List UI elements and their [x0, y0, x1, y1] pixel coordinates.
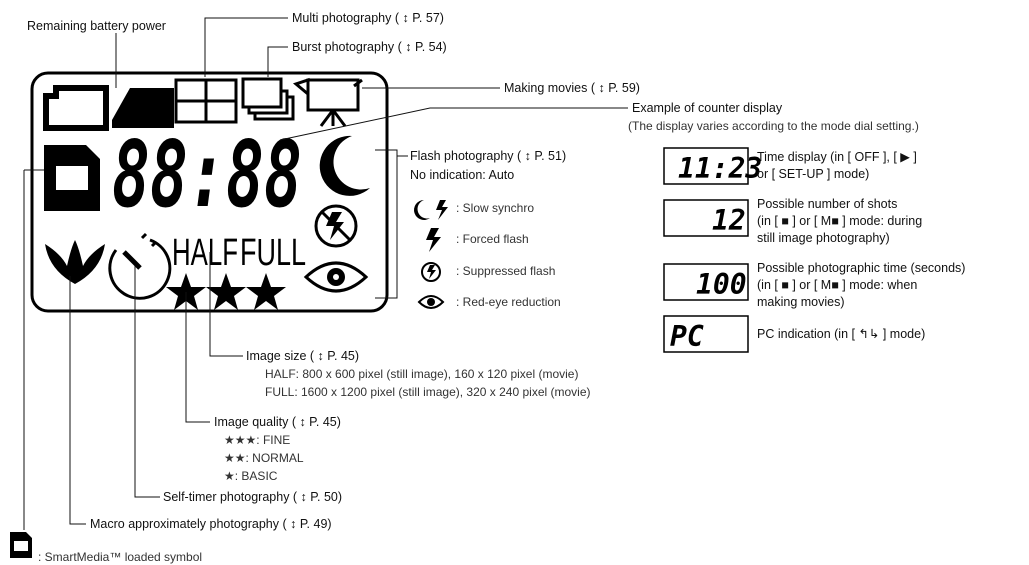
counter-example-line: making movies)	[757, 295, 845, 309]
quality-callout: Image quality ( ↕ P. 45)	[214, 415, 341, 429]
quality-basic: ★: BASIC	[224, 469, 278, 483]
macro-callout: Macro approximately photography ( ↕ P. 4…	[90, 517, 332, 531]
movie-callout: Making movies ( ↕ P. 59)	[504, 81, 640, 95]
battery-icon	[43, 85, 174, 131]
macro-icon	[45, 240, 105, 284]
burst-photo-icon	[241, 77, 295, 121]
counter-example: 11:23 Time display (in [ OFF ], [ ▶ ] or…	[663, 147, 917, 185]
battery-callout: Remaining battery power	[27, 19, 166, 33]
self-timer-icon	[108, 232, 172, 300]
suppressed-flash-small-icon	[421, 262, 441, 282]
image-size-half: HALF: 800 x 600 pixel (still image), 160…	[265, 367, 578, 381]
flash-mode-label: : Suppressed flash	[456, 264, 555, 278]
multi-photo-icon	[174, 78, 238, 124]
quality-fine: ★★★: FINE	[224, 433, 290, 447]
star-icon	[166, 273, 206, 310]
smartmedia-small-icon	[10, 532, 32, 558]
image-size-callout: Image size ( ↕ P. 45)	[246, 349, 359, 363]
counter-example-line: (in [ ■ ] or [ M■ ] mode: when	[757, 278, 917, 292]
slow-synchro-icon	[414, 200, 448, 221]
full-label: FULL	[240, 232, 306, 274]
quality-normal: ★★: NORMAL	[224, 451, 304, 465]
star-icon	[246, 273, 286, 310]
half-label: HALF	[172, 232, 238, 274]
counter-title: Example of counter display	[632, 101, 783, 115]
counter-example-display: 12	[712, 204, 746, 237]
counter-example-display: 11:23	[678, 152, 762, 185]
selftimer-callout: Self-timer photography ( ↕ P. 50)	[163, 490, 342, 504]
counter-digits: 88:88	[112, 121, 302, 228]
red-eye-small-icon	[417, 295, 445, 309]
flash-mode-label: : Forced flash	[456, 232, 529, 246]
counter-example-line: Time display (in [ OFF ], [ ▶ ]	[757, 150, 917, 164]
burst-callout: Burst photography ( ↕ P. 54)	[292, 40, 447, 54]
callout-lines	[23, 17, 628, 530]
flash-auto-note: No indication: Auto	[410, 168, 514, 182]
counter-example-line: PC indication (in [ ↰↳ ] mode)	[757, 327, 925, 341]
counter-example-line: Possible photographic time (seconds)	[757, 261, 965, 275]
flash-mode-label: : Red-eye reduction	[456, 295, 561, 309]
counter-example-display: 100	[696, 268, 747, 301]
counter-example-line: still image photography)	[757, 231, 890, 245]
forced-flash-icon	[426, 228, 441, 252]
counter-example-line: or [ SET-UP ] mode)	[757, 167, 869, 181]
image-size-full: FULL: 1600 x 1200 pixel (still image), 3…	[265, 385, 591, 399]
counter-example-display: PC	[670, 320, 704, 353]
flash-mode-label: : Slow synchro	[456, 201, 534, 215]
counter-example: PC PC indication (in [ ↰↳ ] mode)	[663, 315, 925, 353]
movie-icon	[292, 77, 363, 127]
suppressed-flash-icon	[314, 204, 358, 248]
quality-stars	[166, 273, 286, 310]
smartmedia-callout: : SmartMedia™ loaded symbol	[38, 550, 202, 564]
red-eye-icon	[303, 261, 369, 293]
counter-example-line: (in [ ■ ] or [ M■ ] mode: during	[757, 214, 922, 228]
counter-example: 100 Possible photographic time (seconds)…	[663, 261, 965, 309]
counter-note: (The display varies according to the mod…	[628, 119, 919, 133]
star-icon	[206, 273, 246, 310]
multi-callout: Multi photography ( ↕ P. 57)	[292, 11, 444, 25]
moon-icon	[319, 135, 370, 196]
counter-example: 12 Possible number of shots (in [ ■ ] or…	[663, 197, 922, 245]
smartmedia-icon	[44, 145, 100, 211]
flash-callout: Flash photography ( ↕ P. 51)	[410, 149, 566, 163]
counter-example-line: Possible number of shots	[757, 197, 897, 211]
